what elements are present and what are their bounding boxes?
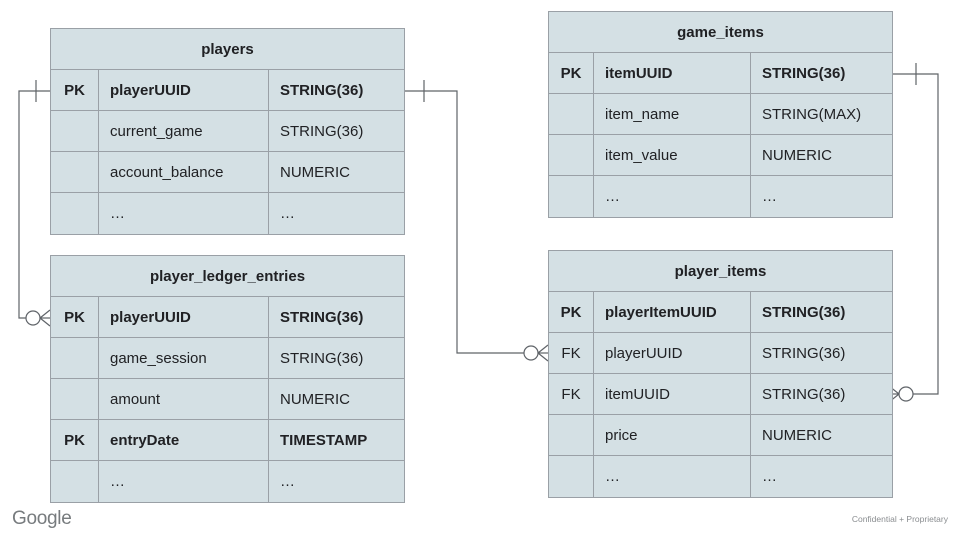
table-row[interactable]: … …	[549, 176, 892, 217]
column-name: playerUUID	[99, 70, 269, 110]
column-key	[51, 152, 99, 192]
entity-table-player-ledger-entries[interactable]: player_ledger_entries PK playerUUID STRI…	[50, 255, 405, 503]
table-row[interactable]: PK entryDate TIMESTAMP	[51, 420, 404, 461]
table-row[interactable]: … …	[51, 193, 404, 234]
column-key	[549, 135, 594, 175]
table-row[interactable]: current_game STRING(36)	[51, 111, 404, 152]
column-type: …	[762, 468, 777, 485]
table-row[interactable]: PK playerUUID STRING(36)	[51, 297, 404, 338]
column-name: account_balance	[99, 152, 269, 192]
column-key	[51, 111, 99, 151]
entity-title-player-items: player_items	[549, 251, 892, 292]
column-key: FK	[549, 333, 594, 373]
column-name: game_session	[99, 338, 269, 378]
column-key	[51, 379, 99, 419]
entity-title-players: players	[51, 29, 404, 70]
table-row[interactable]: PK itemUUID STRING(36)	[549, 53, 892, 94]
column-name: …	[99, 193, 269, 234]
entity-title-game-items: game_items	[549, 12, 892, 53]
column-type: …	[762, 188, 777, 205]
column-name: amount	[99, 379, 269, 419]
column-type: …	[280, 473, 295, 490]
column-type: STRING(36)	[280, 308, 364, 326]
relationship-players-to-ledger	[18, 80, 51, 327]
column-name: …	[99, 461, 269, 502]
column-key: PK	[549, 292, 594, 332]
table-row[interactable]: price NUMERIC	[549, 415, 892, 456]
column-name: …	[594, 456, 751, 497]
table-row[interactable]: game_session STRING(36)	[51, 338, 404, 379]
column-key: PK	[51, 420, 99, 460]
column-name: item_name	[594, 94, 751, 134]
column-name: playerUUID	[594, 333, 751, 373]
column-name: entryDate	[99, 420, 269, 460]
column-key: PK	[51, 70, 99, 110]
column-name: playerItemUUID	[594, 292, 751, 332]
column-key: PK	[549, 53, 594, 93]
cardinality-zero-circle	[523, 345, 539, 361]
entity-title-player-ledger-entries: player_ledger_entries	[51, 256, 404, 297]
table-row[interactable]: amount NUMERIC	[51, 379, 404, 420]
column-name: playerUUID	[99, 297, 269, 337]
column-name: …	[594, 176, 751, 217]
column-type: STRING(36)	[762, 64, 846, 82]
table-row[interactable]: item_value NUMERIC	[549, 135, 892, 176]
google-logo: Google	[12, 508, 72, 529]
column-type: …	[280, 205, 295, 222]
column-key	[51, 461, 99, 502]
column-key	[549, 176, 594, 217]
column-type: STRING(36)	[762, 344, 846, 362]
column-name: item_value	[594, 135, 751, 175]
table-row[interactable]: item_name STRING(MAX)	[549, 94, 892, 135]
column-key: FK	[549, 374, 594, 414]
column-type: STRING(36)	[280, 81, 364, 99]
confidentiality-notice: Confidential + Proprietary	[851, 514, 948, 524]
cardinality-zero-circle	[25, 310, 41, 326]
column-type: STRING(36)	[762, 303, 846, 321]
entity-table-player-items[interactable]: player_items PK playerItemUUID STRING(36…	[548, 250, 893, 498]
column-key	[51, 193, 99, 234]
table-row[interactable]: PK playerItemUUID STRING(36)	[549, 292, 892, 333]
column-name: itemUUID	[594, 374, 751, 414]
column-type: NUMERIC	[280, 390, 350, 408]
column-name: itemUUID	[594, 53, 751, 93]
column-type: TIMESTAMP	[280, 431, 368, 449]
column-type: STRING(36)	[762, 385, 846, 403]
column-key	[549, 456, 594, 497]
relationship-players-to-player-items	[405, 80, 549, 362]
entity-table-players[interactable]: players PK playerUUID STRING(36) current…	[50, 28, 405, 235]
entity-table-game-items[interactable]: game_items PK itemUUID STRING(36) item_n…	[548, 11, 893, 218]
relationship-game-items-to-player-items	[888, 63, 939, 403]
column-key	[549, 415, 594, 455]
column-type: NUMERIC	[762, 146, 832, 164]
column-type: NUMERIC	[762, 426, 832, 444]
column-type: STRING(MAX)	[762, 105, 862, 123]
cardinality-many-crowsfoot	[39, 309, 51, 327]
column-type: STRING(36)	[280, 349, 364, 367]
column-key: PK	[51, 297, 99, 337]
column-key	[51, 338, 99, 378]
table-row[interactable]: FK itemUUID STRING(36)	[549, 374, 892, 415]
cardinality-many-crowsfoot	[537, 344, 549, 362]
column-name: price	[594, 415, 751, 455]
table-row[interactable]: … …	[51, 461, 404, 502]
column-type: NUMERIC	[280, 163, 350, 181]
table-row[interactable]: … …	[549, 456, 892, 497]
column-name: current_game	[99, 111, 269, 151]
column-type: STRING(36)	[280, 122, 364, 140]
column-key	[549, 94, 594, 134]
table-row[interactable]: PK playerUUID STRING(36)	[51, 70, 404, 111]
table-row[interactable]: FK playerUUID STRING(36)	[549, 333, 892, 374]
table-row[interactable]: account_balance NUMERIC	[51, 152, 404, 193]
cardinality-zero-circle	[898, 386, 914, 402]
